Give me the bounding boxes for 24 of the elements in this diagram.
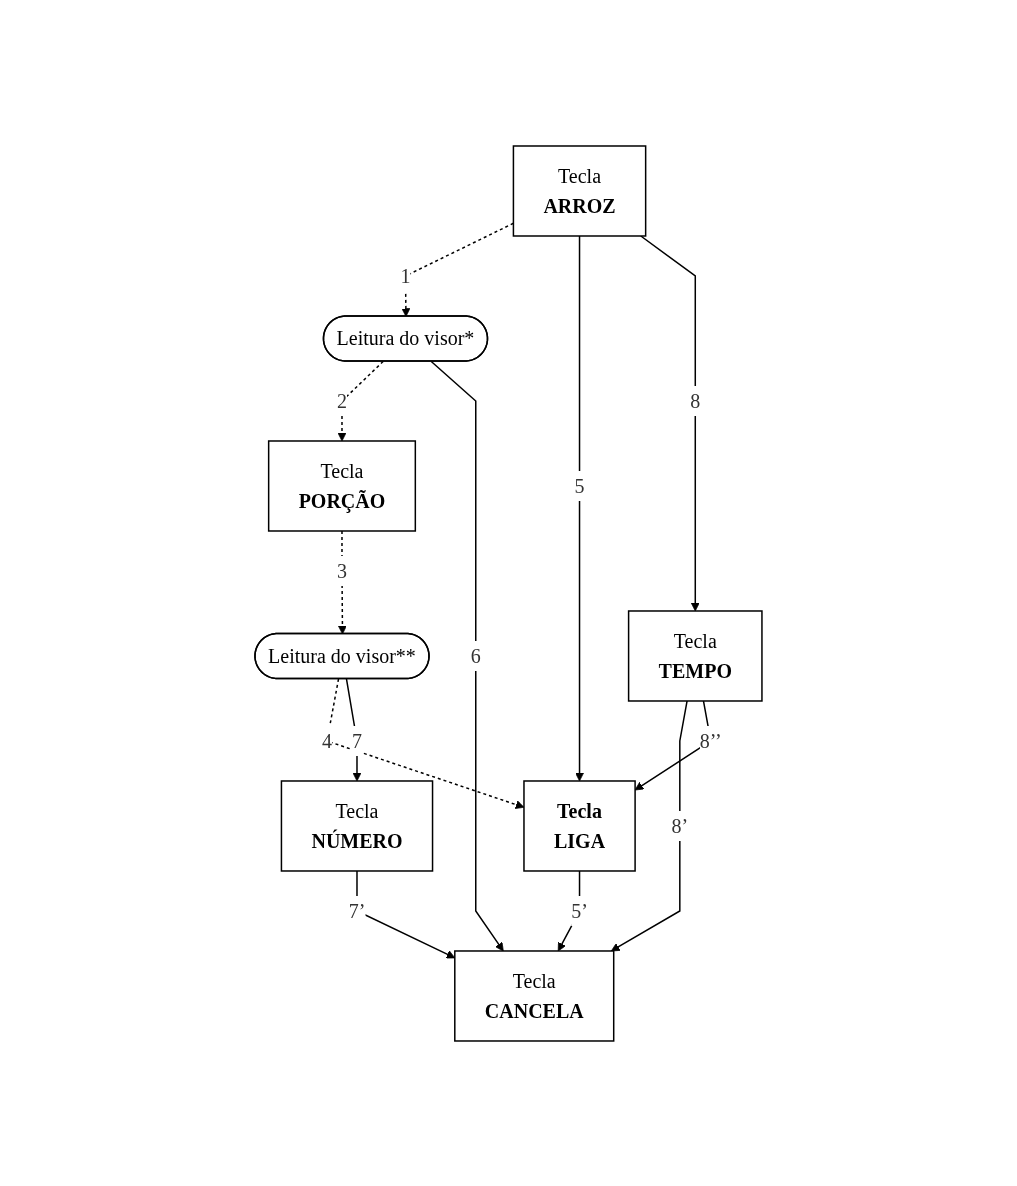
node-box: Tecla ARROZ <box>512 144 647 237</box>
arrow <box>430 360 504 951</box>
node-box: Tecla CANCELA <box>454 949 615 1042</box>
edge-label: 4 <box>322 729 333 752</box>
node-box: Tecla TEMPO <box>627 609 763 702</box>
edge-label: 5 <box>574 474 585 497</box>
edge-label: 2 <box>337 389 348 412</box>
node-box: Tecla PORÇÃO <box>267 439 417 532</box>
edge-label: 8 <box>690 389 701 412</box>
edge-label: 3 <box>337 559 348 582</box>
edge-label: 5’ <box>571 899 588 922</box>
edge-label: 6 <box>470 644 481 667</box>
edge-label: 8’ <box>671 814 689 837</box>
arrow <box>337 360 384 441</box>
node-box: Tecla NÚMERO <box>280 779 434 872</box>
arrow <box>575 234 584 781</box>
edge-label: 7 <box>352 729 363 752</box>
edge-label: 7’ <box>348 899 366 922</box>
edge-label: 1 <box>400 264 411 287</box>
arrow <box>640 234 700 611</box>
node-box: Tecla LIGA <box>523 779 636 872</box>
arrow <box>610 699 688 951</box>
arrow <box>345 677 362 781</box>
edge-label: 8’’ <box>699 729 722 752</box>
